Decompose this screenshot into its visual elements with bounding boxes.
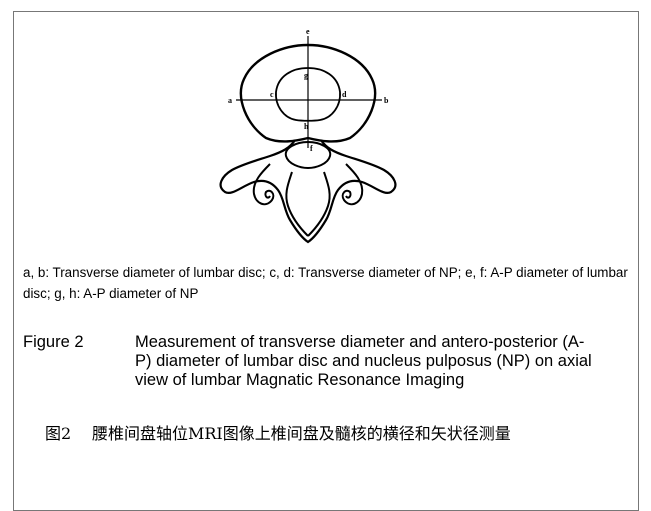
- figure-label-zh: 图2: [45, 423, 71, 445]
- vertebra-diagram: a b c d e f g h: [170, 24, 450, 256]
- label-c: c: [270, 90, 274, 99]
- figure-caption-text-zh: 腰椎间盘轴位MRI图像上椎间盘及髓核的横径和矢状径测量: [92, 423, 632, 445]
- label-h: h: [304, 122, 309, 131]
- figure-caption-text: Measurement of transverse diameter and a…: [135, 333, 600, 390]
- vertebra-diagram-svg: a b c d e f g h: [170, 24, 450, 256]
- label-g: g: [304, 71, 308, 80]
- right-lamina-line: [308, 172, 330, 236]
- label-e: e: [306, 27, 310, 36]
- label-a: a: [228, 96, 232, 105]
- label-d: d: [342, 90, 347, 99]
- figure-legend: a, b: Transverse diameter of lumbar disc…: [23, 262, 633, 304]
- label-b: b: [384, 96, 389, 105]
- figure-label: Figure 2: [23, 333, 84, 352]
- label-f: f: [310, 144, 313, 153]
- left-lamina-line: [286, 172, 308, 236]
- vertebral-arch-outline: [221, 140, 396, 242]
